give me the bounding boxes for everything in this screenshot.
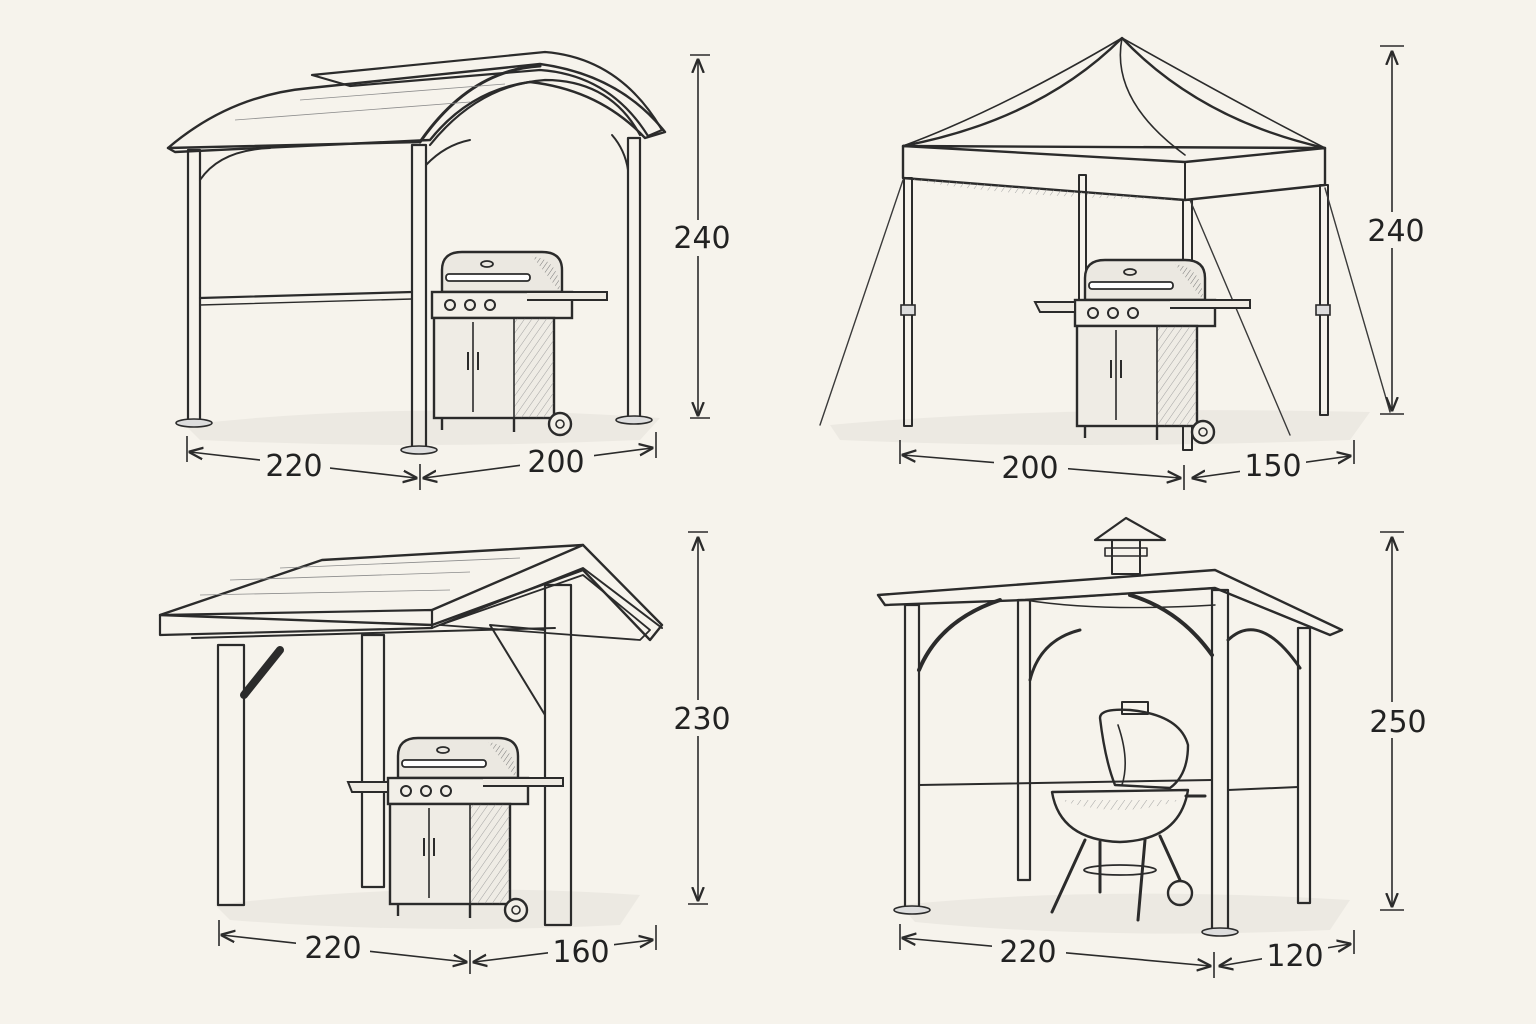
height-label: 240 [1367,214,1424,249]
gas-grill-icon [430,250,609,437]
panel-arched-canopy: 240 220 200 [166,50,731,490]
panel-gable-roof: 230 220 160 [158,531,734,974]
tent-canopy [901,36,1327,202]
depth-label: 160 [552,935,609,970]
panel-chimney-roof: 250 220 120 [876,516,1428,978]
width-label: 220 [265,449,322,484]
width-label: 220 [999,935,1056,970]
gable-roof [158,543,664,642]
depth-label: 120 [1266,939,1323,974]
height-label: 240 [673,221,730,256]
width-label: 220 [304,931,361,966]
width-label: 200 [1001,451,1058,486]
height-label: 250 [1369,705,1426,740]
height-label: 230 [673,702,730,737]
gazebo-posts [893,588,1312,937]
depth-label: 200 [527,445,584,480]
arched-roof [166,50,667,154]
hip-roof-with-cupola [876,516,1344,637]
panel-popup-tent: 240 200 150 [819,36,1426,490]
kettle-grill-icon [1050,701,1207,922]
wood-posts [191,583,573,927]
depth-label: 150 [1244,449,1301,484]
